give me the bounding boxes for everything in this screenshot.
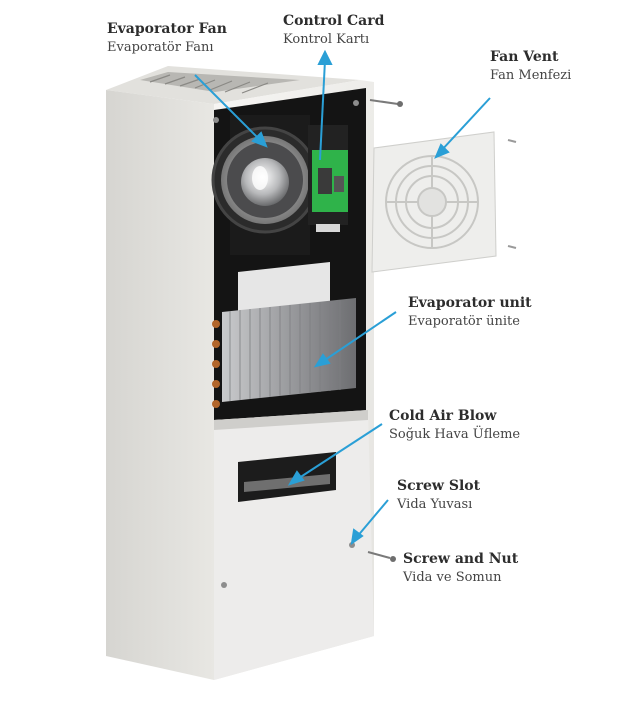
callout-title: Fan Vent [490, 49, 559, 65]
callout-arrows [194, 49, 491, 546]
callout-evaporator-fan: Evaporator Fan Evaporatör Fanı [107, 20, 227, 58]
callout-subtitle: Kontrol Kartı [283, 32, 370, 47]
arrow-fan-vent [434, 97, 491, 159]
evaporator-coil-illustration [212, 298, 356, 408]
panel-screws [213, 100, 359, 588]
mount-plate [238, 262, 330, 312]
control-card-illustration [308, 125, 348, 232]
callout-subtitle: Vida Yuvası [397, 497, 473, 512]
callout-title: Cold Air Blow [389, 408, 497, 424]
callout-subtitle: Soğuk Hava Üfleme [389, 427, 521, 442]
fan-vent-illustration [371, 131, 497, 273]
callout-title: Screw Slot [397, 478, 481, 494]
cold-air-outlet-illustration [238, 452, 336, 502]
callout-subtitle: Evaporatör Fanı [107, 40, 214, 55]
arrow-cold-air-blow [287, 423, 383, 486]
callout-evaporator-unit: Evaporator unit Evaporatör ünite [408, 294, 532, 332]
cabinet-side-panel [106, 90, 214, 680]
callout-title: Evaporator unit [408, 295, 532, 311]
evaporator-fan-illustration [211, 115, 319, 255]
callout-cold-air-blow: Cold Air Blow Soğuk Hava Üfleme [389, 407, 520, 445]
callout-subtitle: Vida ve Somun [403, 570, 502, 585]
callout-subtitle: Fan Menfezi [490, 68, 572, 83]
callout-title: Control Card [283, 13, 385, 29]
arrow-control-card [317, 49, 333, 161]
callout-title: Evaporator Fan [107, 21, 227, 37]
arrow-evaporator-fan [194, 74, 268, 148]
callout-control-card: Control Card Kontrol Kartı [283, 12, 384, 50]
callout-screw-slot: Screw Slot Vida Yuvası [397, 477, 480, 515]
callout-title: Screw and Nut [403, 551, 519, 567]
callout-fan-vent: Fan Vent Fan Menfezi [490, 48, 571, 86]
callout-screw-and-nut: Screw and Nut Vida ve Somun [403, 550, 518, 588]
arrow-screw-slot [350, 499, 389, 546]
loose-screws [367, 99, 517, 562]
callout-subtitle: Evaporatör ünite [408, 314, 520, 329]
arrow-evaporator-unit [313, 311, 397, 368]
